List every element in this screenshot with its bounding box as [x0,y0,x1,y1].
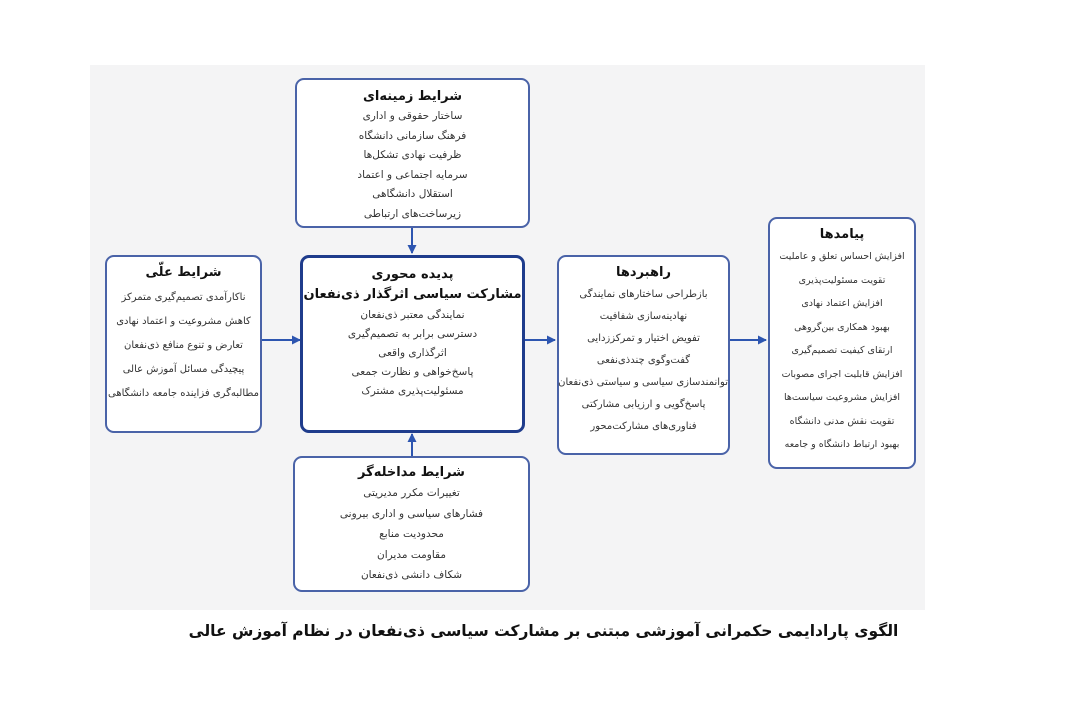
list-item: اثرگذاری واقعی [378,347,447,359]
list-item: ناکارآمدی تصمیم‌گیری متمرکز [121,292,246,303]
list-item: استقلال دانشگاهی [372,188,453,200]
list-item: افزایش احساس تعلق و عاملیت [779,251,905,262]
list-item: فناوری‌های مشارکت‌محور [590,421,697,432]
list-item: زیرساخت‌های ارتباطی [363,207,462,220]
list-item: تقویت مسئولیت‌پذیری [798,274,886,286]
intervening-conditions-title: شرایط مداخله‌گر [358,465,465,480]
list-item: سرمایه اجتماعی و اعتماد [357,168,468,181]
causal-conditions-box: شرایط علّی ناکارآمدی تصمیم‌گیری متمرکز ک… [105,255,262,433]
list-item: توانمندسازی سیاسی و سیاستی ذی‌نفعان [558,377,728,388]
list-item: فرهنگ سازمانی دانشگاه [358,129,467,142]
strategies-title: راهبردها [616,265,671,280]
list-item: افزایش مشروعیت سیاست‌ها [783,392,901,403]
list-item: دسترسی برابر به تصمیم‌گیری [347,328,478,340]
list-item: نهادینه‌سازی شفافیت [599,311,688,322]
intervening-conditions-list: تغییرات مکرر مدیریتی فشارهای سیاسی و ادا… [295,483,528,586]
list-item: مقاومت مدیران [377,548,446,561]
list-item: شکاف دانشی ذی‌نفعان [360,569,463,581]
list-item: بهبود همکاری بین‌گروهی [794,321,890,333]
list-item: کاهش مشروعیت و اعتماد نهادی [116,316,251,327]
list-item: محدودیت منابع [379,528,444,540]
list-item: پاسخ‌خواهی و نظارت جمعی [351,366,474,378]
list-item: مسئولیت‌پذیری مشترک [361,385,464,397]
strategies-box: راهبردها بازطراحی ساختارهای نمایندگی نها… [557,255,730,455]
list-item: ساختار حقوقی و اداری [362,110,463,122]
list-item: نمایندگی معتبر ذی‌نفعان [360,309,465,321]
outcomes-list: افزایش احساس تعلق و عاملیت تقویت مسئولیت… [770,245,914,457]
figure-caption: الگوی پارادایمی حکمرانی آموزشی مبتنی بر … [188,622,899,640]
context-conditions-list: ساختار حقوقی و اداری فرهنگ سازمانی دانشگ… [297,107,528,224]
context-conditions-box: شرایط زمینه‌ای ساختار حقوقی و اداری فرهن… [295,78,530,228]
outcomes-box: پیامدها افزایش احساس تعلق و عاملیت تقویت… [768,217,916,469]
list-item: تفویض اختیار و تمرکززدایی [587,333,700,344]
list-item: پاسخ‌گویی و ارزیابی مشارکتی [581,399,706,410]
causal-conditions-title: شرایط علّی [145,265,222,280]
outcomes-title: پیامدها [819,227,865,242]
core-phenomenon-title: پدیده محوری [371,267,454,282]
list-item: فشارهای سیاسی و اداری بیرونی [339,507,484,520]
list-item: تقویت نقش مدنی دانشگاه [789,415,895,427]
core-phenomenon-box: پدیده محوری مشارکت سیاسی اثرگذار ذی‌نفعا… [300,255,525,433]
causal-conditions-list: ناکارآمدی تصمیم‌گیری متمرکز کاهش مشروعیت… [107,286,260,406]
list-item: بهبود ارتباط دانشگاه و جامعه [784,439,900,450]
core-phenomenon-subtitle: مشارکت سیاسی اثرگذار ذی‌نفعان [303,287,522,302]
intervening-conditions-box: شرایط مداخله‌گر تغییرات مکرر مدیریتی فشا… [293,456,530,592]
list-item: افزایش قابلیت اجرای مصوبات [781,368,903,380]
list-item: ارتقای کیفیت تصمیم‌گیری [791,345,893,356]
strategies-list: بازطراحی ساختارهای نمایندگی نهادینه‌سازی… [558,284,728,438]
list-item: مطالبه‌گری فزاینده جامعه دانشگاهی [108,388,259,399]
list-item: افزایش اعتماد نهادی [801,298,883,309]
core-phenomenon-list: نمایندگی معتبر ذی‌نفعان دسترسی برابر به … [303,306,522,401]
list-item: گفت‌وگوی چندذی‌نفعی [596,355,691,366]
list-item: ظرفیت نهادی تشکل‌ها [363,149,462,161]
list-item: تغییرات مکرر مدیریتی [363,487,460,499]
context-conditions-title: شرایط زمینه‌ای [362,89,463,104]
list-item: تعارض و تنوع منافع ذی‌نفعان [124,340,243,351]
list-item: پیچیدگی مسائل آموزش عالی [122,364,245,375]
list-item: بازطراحی ساختارهای نمایندگی [579,289,708,300]
